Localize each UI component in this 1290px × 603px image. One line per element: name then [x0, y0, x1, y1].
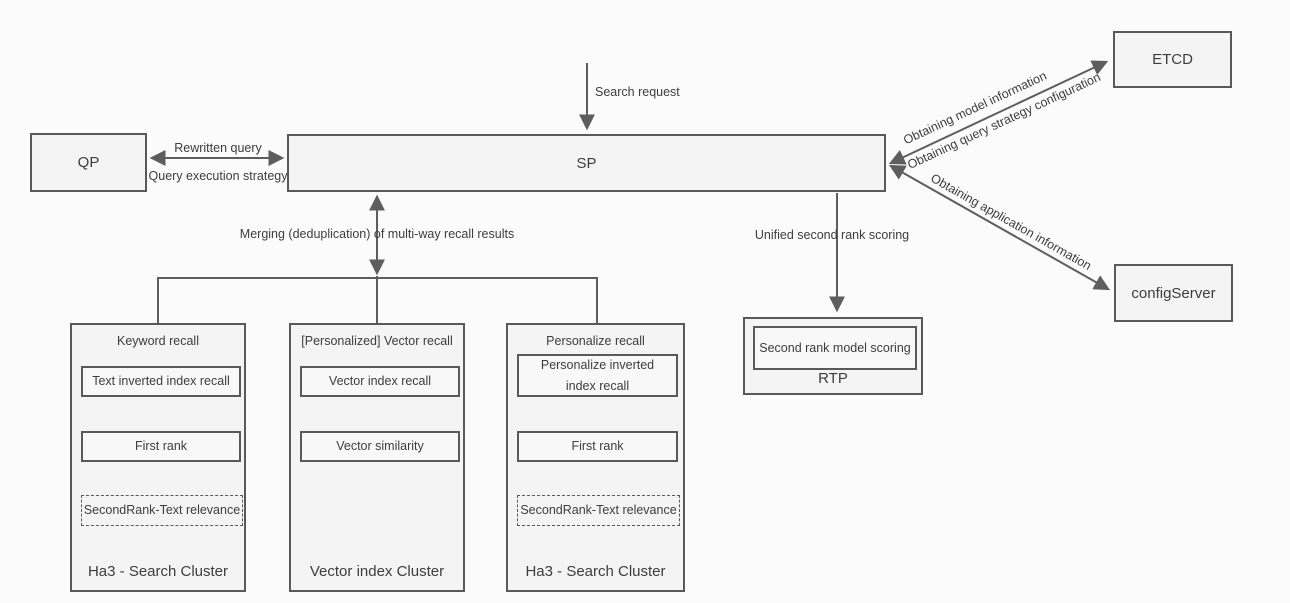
cluster-footer: Ha3 - Search Cluster [87, 563, 229, 580]
step-vector-index-recall: Vector index recall [300, 366, 460, 397]
edge-sp-configserver [888, 164, 1111, 291]
step-secondrank-text-relevance: SecondRank-Text relevance [81, 495, 243, 526]
rtp-second-rank-model-scoring-box: Second rank model scoring [753, 326, 917, 370]
step-personalize-inverted-index-recall: Personalize inverted index recall [517, 354, 678, 397]
label-rewritten-query: Rewritten query [174, 141, 262, 155]
edge-sp-etcd [888, 60, 1109, 165]
cluster-footer: Vector index Cluster [309, 563, 445, 580]
step-first-rank: First rank [81, 431, 241, 462]
cluster-personalize-recall: Personalize recall Personalize inverted … [506, 323, 685, 592]
node-configserver: configServer [1114, 264, 1233, 322]
label-merging-results: Merging (deduplication) of multi-way rec… [239, 227, 515, 241]
cluster-title: Personalize recall [546, 334, 645, 348]
node-sp: SP [287, 134, 886, 192]
node-rtp: Second rank model scoring RTP [743, 317, 923, 395]
step-first-rank: First rank [517, 431, 678, 462]
cluster-footer: Ha3 - Search Cluster [525, 563, 666, 580]
cluster-title: [Personalized] Vector recall [301, 334, 453, 348]
label-search-request: Search request [595, 85, 680, 99]
node-etcd: ETCD [1113, 31, 1232, 88]
rtp-label: RTP [818, 370, 848, 387]
step-vector-similarity: Vector similarity [300, 431, 460, 462]
label-unified-second-rank-scoring: Unified second rank scoring [754, 228, 910, 242]
node-qp: QP [30, 133, 147, 192]
cluster-keyword-recall: Keyword recall Text inverted index recal… [70, 323, 246, 592]
label-query-execution-strategy: Query execution strategy [148, 169, 288, 183]
cluster-title: Keyword recall [117, 334, 199, 348]
step-secondrank-text-relevance: SecondRank-Text relevance [517, 495, 680, 526]
cluster-vector-recall: [Personalized] Vector recall Vector inde… [289, 323, 465, 592]
step-text-inverted-index-recall: Text inverted index recall [81, 366, 241, 397]
